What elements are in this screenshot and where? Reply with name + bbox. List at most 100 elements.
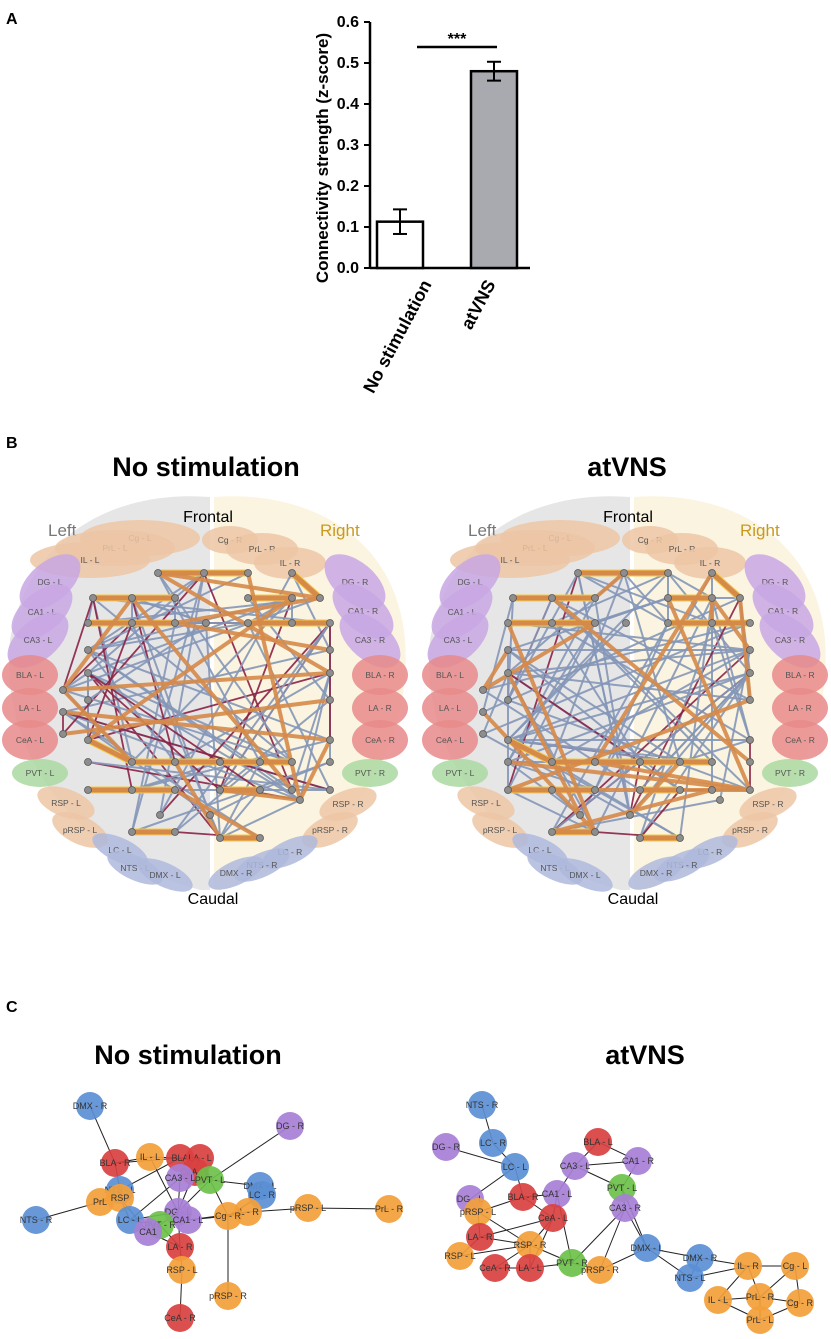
network-node: [171, 786, 179, 794]
network-node: [244, 619, 252, 627]
strong-edge: [174, 621, 331, 652]
graph-node-label: RSP - L: [166, 1265, 197, 1275]
graph-node-label: DMX - R: [73, 1101, 108, 1111]
significance-label: ***: [448, 31, 467, 48]
graph-node-red: [466, 1223, 494, 1251]
network-edge: [87, 672, 221, 791]
region-label: pRSP - L: [483, 825, 518, 835]
network-node: [326, 696, 334, 704]
region-blob: [772, 720, 828, 760]
region-blob: [674, 547, 746, 579]
region-blob: [2, 720, 58, 760]
network-node: [746, 696, 754, 704]
strong-edge: [507, 698, 751, 792]
network-node: [128, 758, 136, 766]
region-label: pRSP - L: [63, 825, 98, 835]
network-node: [479, 686, 487, 694]
network-edge: [131, 622, 176, 833]
region-label: IL - R: [280, 558, 300, 568]
network-node: [591, 594, 599, 602]
region-label: IL - L: [500, 555, 519, 565]
region-label: NTS - L: [540, 863, 570, 873]
strong-edge: [219, 788, 301, 802]
graph-node-orange: [294, 1194, 322, 1222]
graph-node-blue: [501, 1153, 529, 1181]
strong-edge: [593, 571, 626, 600]
network-node: [84, 736, 92, 744]
network-node: [216, 758, 224, 766]
graph-node-label: IL - L: [140, 1152, 160, 1162]
network-node: [626, 811, 634, 819]
graph-node-label: LA - L: [518, 1263, 542, 1273]
network-edge: [551, 761, 681, 839]
network-node: [59, 708, 67, 716]
network-edge: [87, 672, 301, 801]
frontal-label: Frontal: [183, 509, 233, 526]
network-node: [708, 619, 716, 627]
network-node: [636, 834, 644, 842]
network-edge: [291, 572, 331, 651]
graph-node-orange: [214, 1202, 242, 1230]
network-edge: [482, 672, 509, 735]
panel-c-letter: C: [6, 999, 18, 1016]
network-edge: [639, 622, 713, 839]
region-label: CA3 - R: [355, 635, 385, 645]
region-blob: [352, 720, 408, 760]
network-edge: [577, 572, 669, 624]
network-node: [202, 619, 210, 627]
panel-c-title-no-stimulation: No stimulation: [94, 1040, 282, 1070]
region-label: LC - L: [108, 845, 131, 855]
network-node: [326, 619, 334, 627]
graph-node-label: LA - R: [167, 1242, 193, 1252]
network-node: [288, 569, 296, 577]
network-node: [548, 758, 556, 766]
y-tick-label: 0.0: [337, 260, 359, 277]
network-node: [288, 786, 296, 794]
graph-node-label: DMX - L: [630, 1243, 663, 1253]
network-node: [84, 758, 92, 766]
network-edge: [62, 597, 321, 691]
graph-node-label: CA3 - L: [165, 1173, 196, 1183]
network-edge: [219, 597, 293, 791]
graph-node-red: [539, 1204, 567, 1232]
graph-node-label: CeA - L: [538, 1213, 568, 1223]
graph-node-label: LA - L: [188, 1153, 212, 1163]
y-tick-label: 0.3: [337, 137, 359, 154]
network-node: [504, 646, 512, 654]
region-blob: [759, 612, 821, 668]
region-label: DMX - L: [149, 870, 180, 880]
region-label: CA3 - R: [775, 635, 805, 645]
caudal-label: Caudal: [608, 891, 659, 908]
region-label: IL - L: [80, 555, 99, 565]
network-edge: [482, 622, 751, 691]
network-edge: [219, 789, 261, 839]
right-label: Right: [740, 521, 780, 540]
graph-node-label: LC - R: [249, 1190, 276, 1200]
y-tick-label: 0.5: [337, 55, 359, 72]
region-blob: [7, 612, 69, 668]
network-edge: [711, 622, 751, 741]
network-edge: [62, 597, 94, 691]
graph-node-label: PrL - L: [747, 1315, 774, 1325]
network-edge: [594, 597, 713, 833]
network-node: [256, 834, 264, 842]
region-label: DMX - L: [569, 870, 600, 880]
graph-node-blue: [76, 1092, 104, 1120]
graph-edge: [209, 1125, 291, 1181]
region-label: CA1 - R: [768, 606, 798, 616]
network-edge: [131, 622, 221, 839]
network-node: [326, 669, 334, 677]
bars: [375, 60, 519, 270]
region-label: RSP - R: [332, 799, 363, 809]
graph-node-label: CA1 - L: [542, 1189, 573, 1199]
strong-edge: [156, 571, 332, 675]
strong-edge: [481, 648, 510, 692]
region-blob: [762, 759, 818, 787]
network-edge: [219, 761, 261, 839]
network-node: [676, 834, 684, 842]
network-edge: [507, 649, 681, 763]
region-label: NTS - L: [120, 863, 150, 873]
network-edge: [551, 572, 625, 763]
graph-node-label: RSP: [111, 1193, 130, 1203]
